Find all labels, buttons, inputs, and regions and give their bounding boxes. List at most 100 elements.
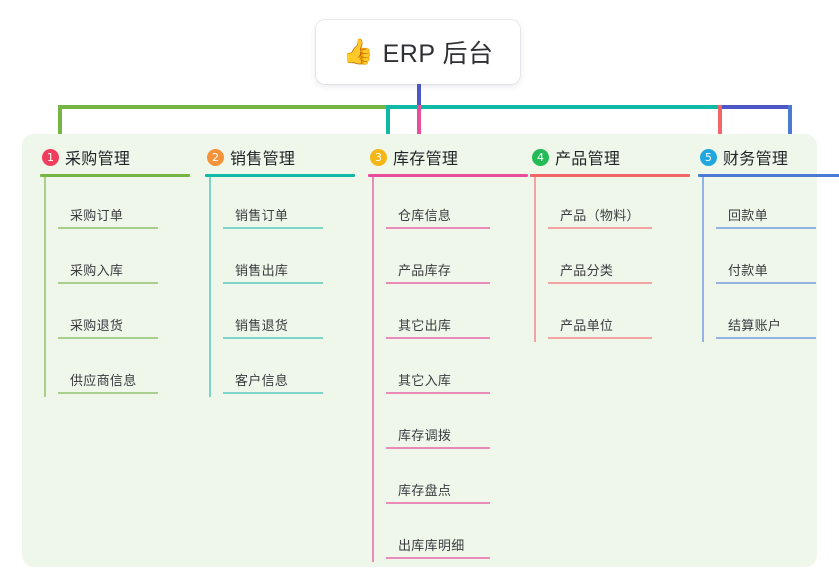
- item-rule: [716, 227, 816, 229]
- branch-drop-4: [718, 105, 722, 153]
- branch-underline-1: [40, 174, 190, 177]
- branch-stem-5: [702, 177, 704, 342]
- list-item[interactable]: 仓库信息: [386, 177, 528, 232]
- branch-items-5: 回款单 付款单 结算账户: [698, 177, 839, 342]
- branch-stem-3: [372, 177, 374, 562]
- list-item[interactable]: 产品库存: [386, 232, 528, 287]
- branch-items-1: 采购订单 采购入库 采购退货 供应商信息: [40, 177, 190, 397]
- item-rule: [716, 282, 816, 284]
- item-label: 付款单: [728, 263, 768, 278]
- root-node[interactable]: 👍 ERP 后台: [316, 20, 520, 84]
- list-item[interactable]: 采购退货: [58, 287, 190, 342]
- item-label: 出库库明细: [398, 538, 465, 553]
- item-rule: [386, 227, 490, 229]
- bus-segment-left: [58, 105, 386, 109]
- item-rule: [548, 282, 652, 284]
- item-rule: [386, 282, 490, 284]
- branch-drop-5: [788, 105, 792, 153]
- list-item[interactable]: 客户信息: [223, 342, 355, 397]
- item-label: 产品单位: [560, 318, 614, 333]
- item-label: 库存调拨: [398, 428, 452, 443]
- branch-header-5[interactable]: 5 财务管理: [698, 146, 839, 168]
- branch-title-1: 采购管理: [65, 151, 131, 168]
- list-item[interactable]: 销售出库: [223, 232, 355, 287]
- item-rule: [548, 227, 652, 229]
- item-rule: [58, 392, 158, 394]
- item-rule: [386, 392, 490, 394]
- item-rule: [386, 337, 490, 339]
- branch-title-4: 产品管理: [555, 151, 621, 168]
- item-label: 产品分类: [560, 263, 614, 278]
- item-rule: [58, 227, 158, 229]
- item-label: 结算账户: [728, 318, 782, 333]
- branch-stem-2: [209, 177, 211, 397]
- branch-header-2[interactable]: 2 销售管理: [205, 146, 355, 168]
- list-item[interactable]: 销售订单: [223, 177, 355, 232]
- branch-badge-5: 5: [700, 148, 717, 166]
- item-label: 采购入库: [70, 263, 124, 278]
- list-item[interactable]: 库存调拨: [386, 397, 528, 452]
- list-item[interactable]: 结算账户: [716, 287, 839, 342]
- list-item[interactable]: 供应商信息: [58, 342, 190, 397]
- branch-badge-1: 1: [42, 148, 59, 166]
- item-label: 产品（物料）: [560, 208, 640, 223]
- branch-title-5: 财务管理: [723, 151, 789, 168]
- item-label: 采购退货: [70, 318, 124, 333]
- item-rule: [223, 227, 323, 229]
- item-rule: [386, 502, 490, 504]
- list-item[interactable]: 出库库明细: [386, 507, 528, 562]
- list-item[interactable]: 产品单位: [548, 287, 690, 342]
- list-item[interactable]: 其它出库: [386, 287, 528, 342]
- branch-header-3[interactable]: 3 库存管理: [368, 146, 528, 168]
- branch-underline-2: [205, 174, 355, 177]
- branch-items-3: 仓库信息 产品库存 其它出库 其它入库 库存调拨 库存盘点: [368, 177, 528, 562]
- branch-header-1[interactable]: 1 采购管理: [40, 146, 190, 168]
- list-item[interactable]: 采购订单: [58, 177, 190, 232]
- branch-stem-4: [534, 177, 536, 342]
- branch-items-4: 产品（物料） 产品分类 产品单位: [530, 177, 690, 342]
- item-rule: [386, 557, 490, 559]
- root-node-title: ERP 后台: [382, 40, 494, 68]
- item-rule: [58, 337, 158, 339]
- list-item[interactable]: 其它入库: [386, 342, 528, 397]
- branch-column-2: 2 销售管理 销售订单 销售出库 销售退货 客户信息: [205, 146, 355, 397]
- branch-drop-3: [417, 105, 421, 153]
- item-label: 库存盘点: [398, 483, 452, 498]
- list-item[interactable]: 回款单: [716, 177, 839, 232]
- item-rule: [716, 337, 816, 339]
- branch-title-3: 库存管理: [393, 151, 459, 168]
- item-rule: [58, 282, 158, 284]
- item-label: 销售订单: [235, 208, 289, 223]
- branch-title-2: 销售管理: [230, 151, 296, 168]
- item-label: 客户信息: [235, 373, 289, 388]
- branch-underline-4: [530, 174, 690, 177]
- branch-drop-2: [386, 105, 390, 153]
- thumbs-up-icon: 👍: [342, 37, 374, 66]
- branches-panel: [22, 134, 817, 567]
- branch-drop-1: [58, 105, 62, 153]
- branch-header-4[interactable]: 4 产品管理: [530, 146, 690, 168]
- branch-column-5: 5 财务管理 回款单 付款单 结算账户: [698, 146, 839, 342]
- list-item[interactable]: 付款单: [716, 232, 839, 287]
- root-trunk-connector: [417, 84, 421, 107]
- item-rule: [223, 282, 323, 284]
- list-item[interactable]: 产品分类: [548, 232, 690, 287]
- list-item[interactable]: 采购入库: [58, 232, 190, 287]
- branch-column-3: 3 库存管理 仓库信息 产品库存 其它出库 其它入库 库存调拨: [368, 146, 528, 562]
- item-label: 其它出库: [398, 318, 452, 333]
- branch-badge-3: 3: [370, 148, 387, 166]
- item-label: 销售出库: [235, 263, 289, 278]
- branch-stem-1: [44, 177, 46, 397]
- list-item[interactable]: 库存盘点: [386, 452, 528, 507]
- item-label: 采购订单: [70, 208, 124, 223]
- branch-column-4: 4 产品管理 产品（物料） 产品分类 产品单位: [530, 146, 690, 342]
- item-label: 仓库信息: [398, 208, 452, 223]
- list-item[interactable]: 产品（物料）: [548, 177, 690, 232]
- item-rule: [548, 337, 652, 339]
- item-label: 回款单: [728, 208, 768, 223]
- item-label: 其它入库: [398, 373, 452, 388]
- item-rule: [223, 392, 323, 394]
- item-label: 供应商信息: [70, 373, 137, 388]
- list-item[interactable]: 销售退货: [223, 287, 355, 342]
